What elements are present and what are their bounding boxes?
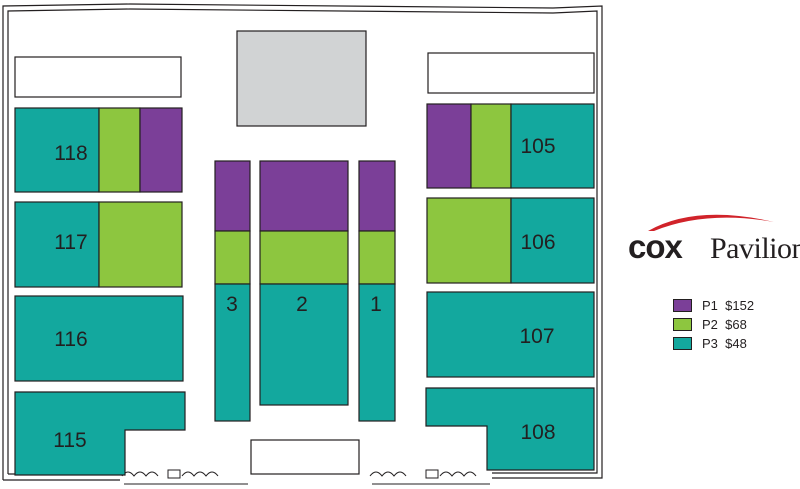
section-116[interactable]: 116 <box>14 295 184 382</box>
section-108-label: 108 <box>520 421 555 444</box>
legend-label-p2: P2 $68 <box>702 317 747 332</box>
legend-label-p3: P3 $48 <box>702 336 747 351</box>
section-118[interactable]: 118 <box>14 107 183 193</box>
legend-item-p1: P1 $152 <box>673 296 754 315</box>
section-107[interactable]: 107 <box>426 291 595 378</box>
section-2-label: 2 <box>296 293 308 316</box>
section-2[interactable]: 2 <box>259 160 349 406</box>
legend-swatch-p1 <box>673 299 692 312</box>
section-106[interactable]: 106 <box>426 197 595 284</box>
logo-brand: cox <box>628 228 683 265</box>
legend-swatch-p3 <box>673 337 692 350</box>
logo-venue-name: Pavilion <box>710 232 800 265</box>
section-105-label: 105 <box>520 135 555 158</box>
section-116-label: 116 <box>54 328 87 351</box>
sound-booth <box>250 439 360 475</box>
section-115-label: 115 <box>53 429 86 452</box>
section-105[interactable]: 105 <box>426 103 595 189</box>
section-108[interactable]: 108 <box>425 387 595 471</box>
cox-pavilion-logo: cox Pavilion <box>626 210 800 270</box>
entrance-doors-right <box>369 469 490 485</box>
section-117[interactable]: 117 <box>14 201 183 288</box>
entrance-doors-left <box>121 469 248 485</box>
section-107-label: 107 <box>519 325 554 348</box>
legend-item-p2: P2 $68 <box>673 315 754 334</box>
section-3[interactable]: 3 <box>214 160 251 422</box>
legend-label-p1: P1 $152 <box>702 298 755 313</box>
box-top-right <box>427 52 595 94</box>
stage <box>236 30 367 127</box>
section-1-label: 1 <box>370 293 382 316</box>
section-115[interactable]: 115 <box>14 391 186 476</box>
section-1[interactable]: 1 <box>358 160 396 422</box>
legend-swatch-p2 <box>673 318 692 331</box>
logo-swoosh-icon <box>648 214 774 231</box>
section-118-label: 118 <box>54 142 87 165</box>
legend-item-p3: P3 $48 <box>673 334 754 353</box>
section-117-label: 117 <box>54 231 87 254</box>
section-106-label: 106 <box>520 231 555 254</box>
box-top-left <box>14 56 182 98</box>
section-3-label: 3 <box>226 293 238 316</box>
price-legend: P1 $152 P2 $68 P3 $48 <box>673 296 754 353</box>
